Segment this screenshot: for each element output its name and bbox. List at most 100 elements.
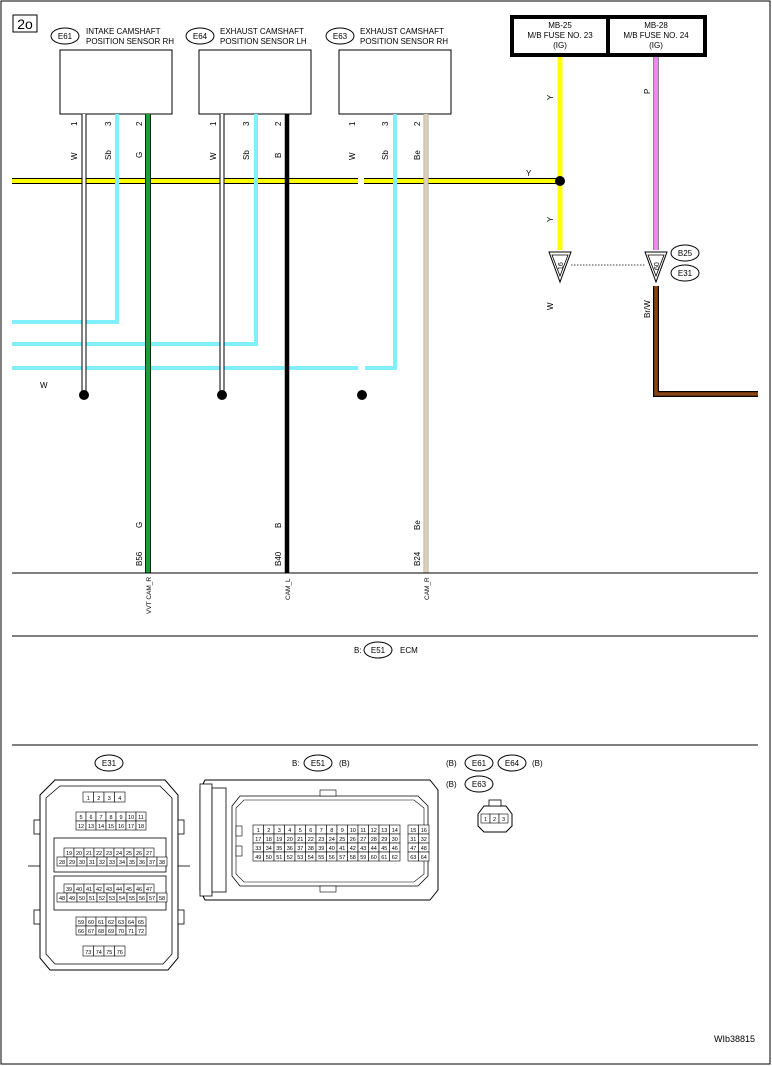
e31-pin-label: 2 <box>97 796 100 802</box>
e31-pin-label: 65 <box>138 920 144 926</box>
wc-e63-be: Be <box>413 150 422 160</box>
e51-pin-label: 49 <box>255 855 261 861</box>
conn-label-e61: E61 <box>58 32 73 41</box>
wc-y-down: Y <box>546 216 555 222</box>
e31-pin-label: 46 <box>136 887 142 893</box>
e31-label: E31 <box>102 759 117 768</box>
e31-pin-label: 7 <box>99 815 102 821</box>
e51-pin-label: 53 <box>297 855 303 861</box>
e31-pin-label: 40 <box>76 887 82 893</box>
ecm-color-b: B <box>274 523 283 528</box>
connector-view-sensors: (B) E61 E64 (B) (B) E63 1 2 3 <box>446 754 543 833</box>
fuse-mb28-name: MB-28 <box>644 21 668 30</box>
e51-pin-box <box>389 851 401 862</box>
small-e61: E61 <box>472 759 487 768</box>
e51-pin-label: 36 <box>287 846 293 852</box>
e51-pin-label: 17 <box>255 837 261 843</box>
e51-pin-label: 10 <box>350 828 356 834</box>
e31-pin-label: 47 <box>146 887 152 893</box>
e51-pin-label: 27 <box>360 837 366 843</box>
e31-pin-box <box>156 856 168 867</box>
e31-pin-label: 41 <box>86 887 92 893</box>
small-e61-bubble <box>464 754 494 772</box>
e51-pin-label: 15 <box>410 828 416 834</box>
fuse-box: MB-25 M/B FUSE NO. 23 (IG) MB-28 M/B FUS… <box>510 15 707 57</box>
sensor-name-e63-2: POSITION SENSOR RH <box>360 37 448 46</box>
e31-pin-label: 34 <box>119 860 125 866</box>
e31-pin-label: 35 <box>129 860 135 866</box>
wc-e64-b: B <box>274 153 283 158</box>
e31-pin-label: 69 <box>108 929 114 935</box>
e51-pin-label: 57 <box>339 855 345 861</box>
ecm-name: ECM <box>400 646 418 655</box>
e51-pin-label: 45 <box>381 846 387 852</box>
small-e63: E63 <box>472 780 487 789</box>
e31-pin-label: 71 <box>128 929 134 935</box>
e31-pin-label: 64 <box>128 920 134 926</box>
e51-label: E51 <box>311 759 326 768</box>
ecm-conn-bubble <box>363 641 393 659</box>
e31-pin-label: 19 <box>66 851 72 857</box>
e31-pin-label: 42 <box>96 887 102 893</box>
e31-pin-label: 68 <box>98 929 104 935</box>
e51-pin-label: 18 <box>266 837 272 843</box>
wc-e64-w: W <box>209 152 218 160</box>
e51-pin-label: 11 <box>360 828 366 834</box>
e31-pin-label: 15 <box>108 824 114 830</box>
e51-pin-label: 37 <box>297 846 303 852</box>
ecm-sig-caml: CAM_L <box>285 578 292 600</box>
sensor-name-e64-2: POSITION SENSOR LH <box>220 37 307 46</box>
wc-y-fuse: Y <box>546 94 555 100</box>
sensor-box-e64 <box>198 49 312 115</box>
e51-pin-label: 28 <box>371 837 377 843</box>
e31-pin-label: 6 <box>89 815 92 821</box>
ecm-pin-b40: B40 <box>274 551 283 566</box>
e31-pin-label: 73 <box>85 950 91 956</box>
pin-e64-1: 1 <box>209 121 218 126</box>
e51-pin-label: 47 <box>410 846 416 852</box>
e31-pin-label: 63 <box>118 920 124 926</box>
wc-p-fuse: P <box>643 89 652 94</box>
small-suffix-1: (B) <box>532 759 543 768</box>
e31-pin-label: 45 <box>126 887 132 893</box>
wc-w-after: W <box>546 302 555 310</box>
ecm-sig-vvt: VVT CAM_R <box>146 577 153 614</box>
e31-pin-label: 50 <box>79 896 85 902</box>
e51-pin-label: 1 <box>257 828 260 834</box>
side-conn-b25-bubble <box>670 244 700 262</box>
small-e64: E64 <box>505 759 520 768</box>
small-e63-bubble <box>464 775 494 793</box>
e31-bubble <box>94 754 124 772</box>
e51-prefix: B: <box>292 759 300 768</box>
pin-e61-3: 3 <box>104 121 113 126</box>
sensor-box-e63 <box>338 49 452 115</box>
e31-pin-label: 72 <box>138 929 144 935</box>
e31-pin-label: 49 <box>69 896 75 902</box>
ecm-pin-labels: G B56 B B40 Be B24 <box>135 520 422 566</box>
e51-pin-label: 63 <box>410 855 416 861</box>
junction-w2 <box>217 390 227 400</box>
e51-pin-label: 39 <box>318 846 324 852</box>
wc-e61-g: G <box>135 152 144 158</box>
e31-pin-label: 58 <box>159 896 165 902</box>
pin-e61-1: 1 <box>70 121 79 126</box>
wc-e63-sb: Sb <box>381 150 390 160</box>
e51-pin-label: 41 <box>339 846 345 852</box>
conn-bubble-e64 <box>185 27 215 45</box>
pin-e63-1: 1 <box>348 121 357 126</box>
e31-pin-label: 25 <box>126 851 132 857</box>
e31-pin-label: 51 <box>89 896 95 902</box>
e31-pin-label: 18 <box>138 824 144 830</box>
e51-pin-label: 43 <box>360 846 366 852</box>
e51-pin-label: 52 <box>287 855 293 861</box>
wc-e61-sb: Sb <box>104 150 113 160</box>
e31-pin-label: 27 <box>146 851 152 857</box>
e31-pin-label: 48 <box>59 896 65 902</box>
e51-pin-label: 4 <box>288 828 291 834</box>
sensor-e64: E64 EXHAUST CAMSHAFT POSITION SENSOR LH <box>185 27 312 115</box>
e31-pin-label: 37 <box>149 860 155 866</box>
junction-w1 <box>79 390 89 400</box>
e51-pin-label: 32 <box>421 837 427 843</box>
